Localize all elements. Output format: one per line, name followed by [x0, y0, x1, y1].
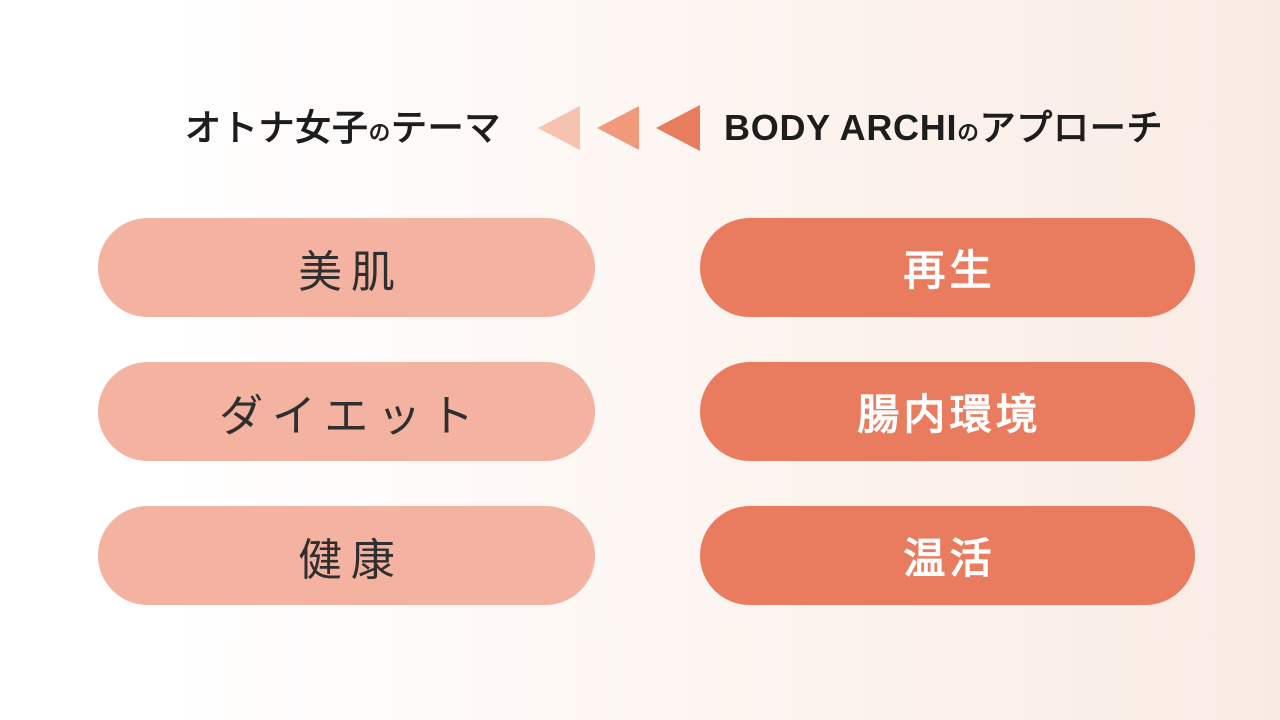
- approach-title-main: BODY ARCHI: [724, 107, 958, 148]
- left-triangle-icon-medium: [597, 106, 639, 150]
- themes-column-title: オトナ女子のテーマ: [185, 106, 501, 149]
- left-triangle-icon-light: [538, 106, 580, 150]
- approach-title-suffix: アプローチ: [979, 107, 1164, 148]
- approach-title-particle: の: [957, 120, 980, 145]
- themes-title-particle: の: [368, 120, 391, 145]
- theme-pill-diet: ダイエット: [98, 362, 595, 461]
- approach-pill-regeneration: 再生: [700, 218, 1195, 317]
- theme-pill-beautiful-skin: 美肌: [98, 218, 595, 317]
- themes-title-suffix: テーマ: [390, 107, 502, 148]
- approach-column-title: BODY ARCHIのアプローチ: [724, 106, 1163, 149]
- theme-pill-health: 健康: [98, 506, 595, 605]
- arrow-group: [538, 105, 700, 151]
- left-triangle-icon-dark: [656, 105, 700, 151]
- approach-pill-gut-environment: 腸内環境: [700, 362, 1195, 461]
- themes-title-main: オトナ女子: [185, 107, 369, 148]
- approach-pill-warming: 温活: [700, 506, 1195, 605]
